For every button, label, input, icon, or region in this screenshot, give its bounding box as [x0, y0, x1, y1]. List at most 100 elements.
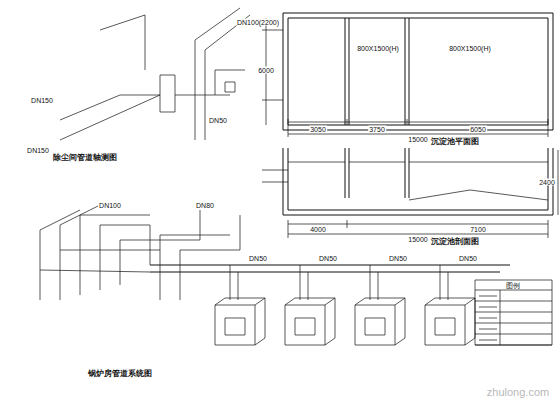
boiler	[265, 298, 266, 338]
dimension: 4000	[309, 226, 327, 233]
boiler	[255, 298, 265, 305]
boiler-door	[435, 335, 455, 336]
pool-wall	[288, 210, 548, 211]
pipe	[215, 70, 245, 71]
boiler	[285, 345, 325, 346]
dimension-line	[347, 220, 348, 228]
sloped-bottom	[409, 190, 470, 200]
boiler	[285, 305, 286, 345]
dimension: 7100	[469, 226, 487, 233]
boiler-door	[315, 318, 316, 335]
pipe	[60, 225, 61, 300]
pipe	[80, 215, 81, 295]
boiler	[365, 298, 405, 299]
pipe	[200, 210, 201, 240]
dimension-line	[548, 220, 549, 238]
boiler	[325, 338, 335, 345]
boiler	[325, 305, 326, 345]
pipe-size: DN100(2200)	[236, 19, 280, 26]
boiler	[465, 338, 475, 345]
pool-wall	[288, 18, 548, 19]
boiler	[215, 345, 255, 346]
boiler-door	[365, 318, 385, 319]
pipe	[175, 95, 230, 96]
pipe	[240, 215, 241, 250]
pipe	[100, 15, 145, 30]
inlet-pipe	[262, 170, 288, 171]
sloped-bottom	[470, 190, 548, 200]
pump	[225, 82, 226, 92]
pump	[235, 82, 236, 92]
boiler	[285, 298, 295, 305]
branch-pipe	[370, 265, 371, 300]
boiler-door	[385, 318, 386, 335]
boiler-door	[295, 318, 315, 319]
boiler	[285, 305, 325, 306]
pump	[225, 92, 235, 93]
tank	[160, 112, 175, 113]
pool-wall	[283, 148, 284, 215]
pipe	[180, 250, 240, 251]
branch-pipe	[238, 272, 239, 300]
dimension-line	[347, 119, 348, 125]
boiler	[435, 298, 475, 299]
dimension: 6050	[469, 126, 487, 133]
boiler	[255, 338, 265, 345]
pipe	[160, 235, 161, 300]
pipe-size: DN50	[388, 255, 408, 262]
pipe	[160, 235, 230, 236]
pipe	[40, 230, 41, 300]
boiler	[465, 305, 466, 345]
dimension-line	[288, 134, 548, 135]
pool-wall	[345, 18, 346, 125]
dimension-line	[407, 119, 408, 125]
legend-table	[475, 345, 552, 346]
opening-size: 800X1500(H)	[448, 45, 492, 52]
pipe-size: DN150	[26, 147, 50, 154]
dimension-line	[288, 234, 548, 235]
boiler-door	[225, 318, 245, 319]
pipe	[40, 270, 150, 272]
dimension-line	[558, 150, 559, 215]
tank	[160, 75, 175, 76]
pool-wall	[283, 13, 553, 14]
view-title: 沉淀池平面图	[430, 138, 480, 146]
pool-wall	[409, 148, 410, 198]
view-title: 锅炉房管道系统图	[87, 370, 153, 378]
pipe	[80, 215, 150, 216]
view-title: 沉淀池剖面图	[430, 238, 480, 246]
pipe-size: DN100	[98, 202, 122, 209]
pipe-size: DN50	[458, 255, 478, 262]
pipe	[195, 40, 196, 140]
pipe	[100, 225, 101, 290]
main-pipe	[150, 265, 510, 266]
boiler	[255, 305, 256, 345]
pipe	[60, 250, 160, 251]
dimension: 6000	[257, 67, 275, 74]
boiler-door	[225, 335, 245, 336]
legend-sample	[479, 318, 497, 319]
boiler	[295, 298, 335, 299]
branch-pipe	[378, 272, 379, 300]
tank	[175, 75, 176, 112]
boiler-door	[245, 318, 246, 335]
inlet-pipe	[262, 182, 288, 183]
pipe	[120, 95, 160, 96]
legend-table	[475, 280, 552, 281]
boiler	[215, 305, 216, 345]
boiler	[395, 298, 405, 305]
pool-wall	[283, 13, 284, 130]
watermark: zhulong.com	[486, 387, 550, 398]
dimension: 15000	[407, 236, 428, 243]
branch-pipe	[230, 265, 231, 300]
pipe	[60, 95, 160, 140]
boiler-door	[435, 318, 455, 319]
pool-wall	[288, 148, 289, 210]
boiler	[465, 298, 475, 305]
boiler	[425, 345, 465, 346]
pipe	[60, 95, 120, 120]
dimension-line	[288, 220, 289, 238]
boiler	[355, 305, 356, 345]
legend-sample	[479, 296, 497, 297]
